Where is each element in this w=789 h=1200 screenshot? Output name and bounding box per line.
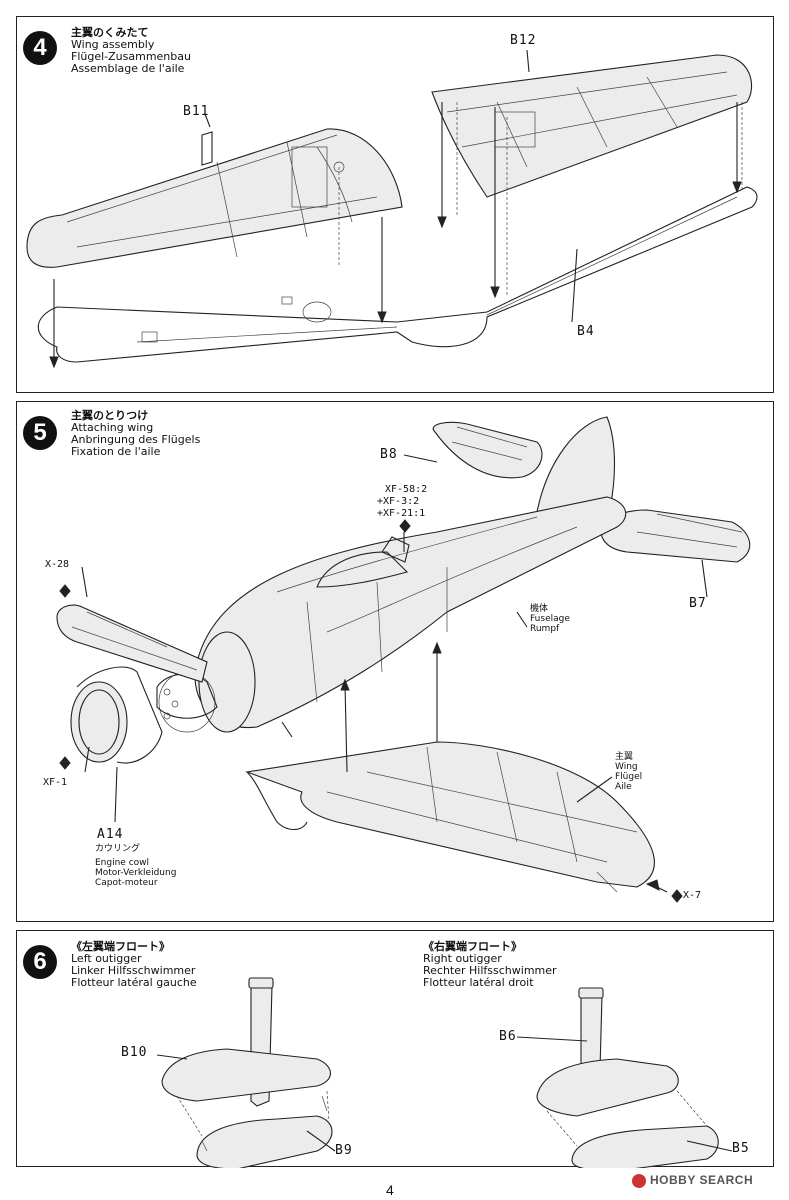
fuselage-caption: 機体 Fuselage Rumpf bbox=[530, 604, 570, 634]
left-title-jp: 《左翼端フロート》 bbox=[71, 940, 170, 953]
step-6-panel: 6 《左翼端フロート》 Left outigger Linker Hilfssc… bbox=[16, 930, 774, 1168]
title-de: Flügel-Zusammenbau bbox=[71, 50, 191, 63]
title-en: Attaching wing bbox=[71, 421, 154, 434]
part-label-a14: A14 bbox=[97, 827, 124, 842]
part-label-b7: B7 bbox=[689, 596, 707, 611]
title-de: Anbringung des Flügels bbox=[71, 433, 201, 446]
cowl-fr: Capot-moteur bbox=[95, 878, 158, 888]
paint-mix-3: +XF-21:1 bbox=[377, 508, 426, 519]
left-outrigger-title: 《左翼端フロート》 Left outigger Linker Hilfsschw… bbox=[71, 941, 197, 989]
fuselage-de: Rumpf bbox=[530, 624, 560, 634]
left-title-de: Linker Hilfsschwimmer bbox=[71, 964, 196, 977]
part-label-b12: B12 bbox=[510, 33, 537, 48]
paint-x28: X-28 bbox=[45, 559, 70, 570]
wing-jp: 主翼 bbox=[615, 752, 634, 762]
cowl-de: Motor-Verkleidung bbox=[95, 868, 177, 878]
title-jp: 主翼のとりつけ bbox=[71, 409, 149, 422]
paint-mix-1: XF-58:2 bbox=[385, 484, 428, 495]
fuselage-jp: 機体 bbox=[530, 604, 549, 614]
right-title-en: Right outigger bbox=[423, 952, 502, 965]
part-label-b4: B4 bbox=[577, 324, 595, 339]
step-4-panel: 4 主翼のくみたて Wing assembly Flügel-Zusammenb… bbox=[16, 16, 774, 393]
title-fr: Fixation de l'aile bbox=[71, 445, 161, 458]
page-number: 4 bbox=[386, 1182, 394, 1198]
paint-xf1: XF-1 bbox=[43, 777, 68, 788]
part-label-b6: B6 bbox=[499, 1029, 517, 1044]
part-label-b10: B10 bbox=[121, 1045, 148, 1060]
aircraft-drawing bbox=[56, 416, 751, 903]
left-title-fr: Flotteur latéral gauche bbox=[71, 976, 197, 989]
step-title: 主翼のくみたて Wing assembly Flügel-Zusammenbau… bbox=[71, 27, 191, 75]
cowl-caption: カウリング Engine cowl Motor-Verkleidung Capo… bbox=[95, 844, 176, 888]
part-label-b9: B9 bbox=[335, 1143, 353, 1158]
title-jp: 主翼のくみたて bbox=[71, 26, 149, 39]
cowl-en: Engine cowl bbox=[95, 858, 150, 868]
wing-en: Wing bbox=[615, 762, 638, 772]
step-5-panel: 5 主翼のとりつけ Attaching wing Anbringung des … bbox=[16, 401, 774, 922]
title-fr: Assemblage de l'aile bbox=[71, 62, 185, 75]
part-label-b8: B8 bbox=[380, 447, 398, 462]
right-title-de: Rechter Hilfsschwimmer bbox=[423, 964, 557, 977]
cowl-jp: カウリング bbox=[95, 844, 141, 854]
left-title-en: Left outigger bbox=[71, 952, 142, 965]
wing-fr: Aile bbox=[615, 782, 632, 792]
step-number: 6 bbox=[23, 945, 57, 979]
part-label-b11: B11 bbox=[183, 104, 210, 119]
step-number: 4 bbox=[23, 31, 57, 65]
right-title-jp: 《右翼端フロート》 bbox=[423, 940, 522, 953]
wing-assembly-drawing bbox=[26, 49, 758, 369]
title-en: Wing assembly bbox=[71, 38, 155, 51]
part-label-b5: B5 bbox=[732, 1141, 750, 1156]
paint-x7: X-7 bbox=[683, 890, 702, 901]
watermark: HOBBY SEARCH bbox=[632, 1173, 753, 1188]
step-number: 5 bbox=[23, 416, 57, 450]
watermark-logo-icon bbox=[632, 1173, 646, 1188]
float-drawing bbox=[156, 977, 733, 1168]
step-title: 主翼のとりつけ Attaching wing Anbringung des Fl… bbox=[71, 410, 200, 458]
watermark-text: HOBBY SEARCH bbox=[650, 1173, 754, 1187]
fuselage-en: Fuselage bbox=[530, 614, 570, 624]
wing-de: Flügel bbox=[615, 772, 643, 782]
right-title-fr: Flotteur latéral droit bbox=[423, 976, 534, 989]
right-outrigger-title: 《右翼端フロート》 Right outigger Rechter Hilfssc… bbox=[423, 941, 557, 989]
paint-mix-2: +XF-3:2 bbox=[377, 496, 420, 507]
wing-caption: 主翼 Wing Flügel Aile bbox=[615, 752, 642, 792]
